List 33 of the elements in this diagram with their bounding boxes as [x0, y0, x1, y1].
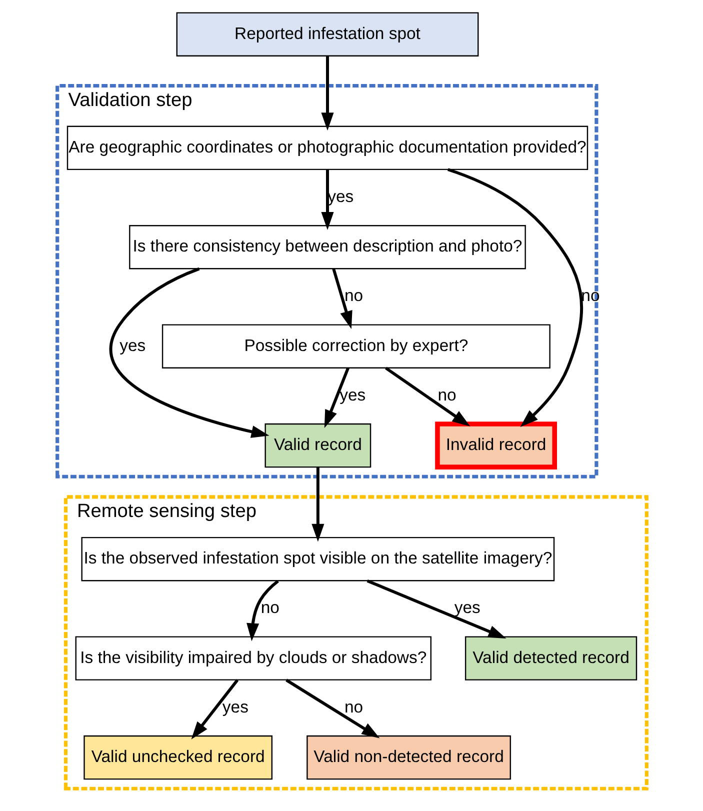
- arrow: [311, 467, 324, 542]
- node-box: Reported infestation spot: [176, 12, 478, 56]
- edge-label: yes: [119, 336, 146, 355]
- edge-label: no: [580, 286, 600, 306]
- arrow: [285, 678, 380, 738]
- node-box: Is the observed infestation spot visible on the satellite imagery?: [80, 536, 554, 582]
- edge-label: yes: [222, 697, 248, 716]
- node-box: Is there consistency between description and photo?: [128, 225, 526, 270]
- arrow: [246, 580, 278, 642]
- edge-label: yes: [327, 186, 354, 206]
- arrow: [190, 679, 238, 740]
- edge-label: yes: [454, 598, 480, 618]
- edge-label: no: [344, 697, 363, 716]
- edge-label: yes: [339, 385, 366, 404]
- node-box: Possible correction by expert?: [161, 324, 550, 368]
- arrow: [108, 267, 269, 438]
- arrow: [446, 168, 582, 427]
- arrow: [324, 368, 349, 428]
- arrow: [366, 579, 506, 639]
- arrow: [320, 170, 334, 230]
- node-box: Valid non-detected record: [306, 735, 510, 780]
- edge-label: no: [344, 286, 363, 306]
- edge-label: no: [437, 385, 456, 404]
- arrow: [320, 56, 334, 131]
- node-box: Valid detected record: [464, 636, 637, 680]
- node-box: Valid unchecked record: [83, 735, 272, 780]
- arrow: [332, 268, 352, 329]
- edge-label: no: [260, 598, 279, 618]
- node-box: Valid record: [264, 423, 371, 468]
- node-box: Invalid record: [434, 422, 556, 470]
- arrow: [384, 366, 470, 426]
- node-box: Are geographic coordinates or photographic documentation provided?: [66, 126, 588, 170]
- node-box: Is the visibility impaired by clouds or shadows?: [74, 636, 431, 680]
